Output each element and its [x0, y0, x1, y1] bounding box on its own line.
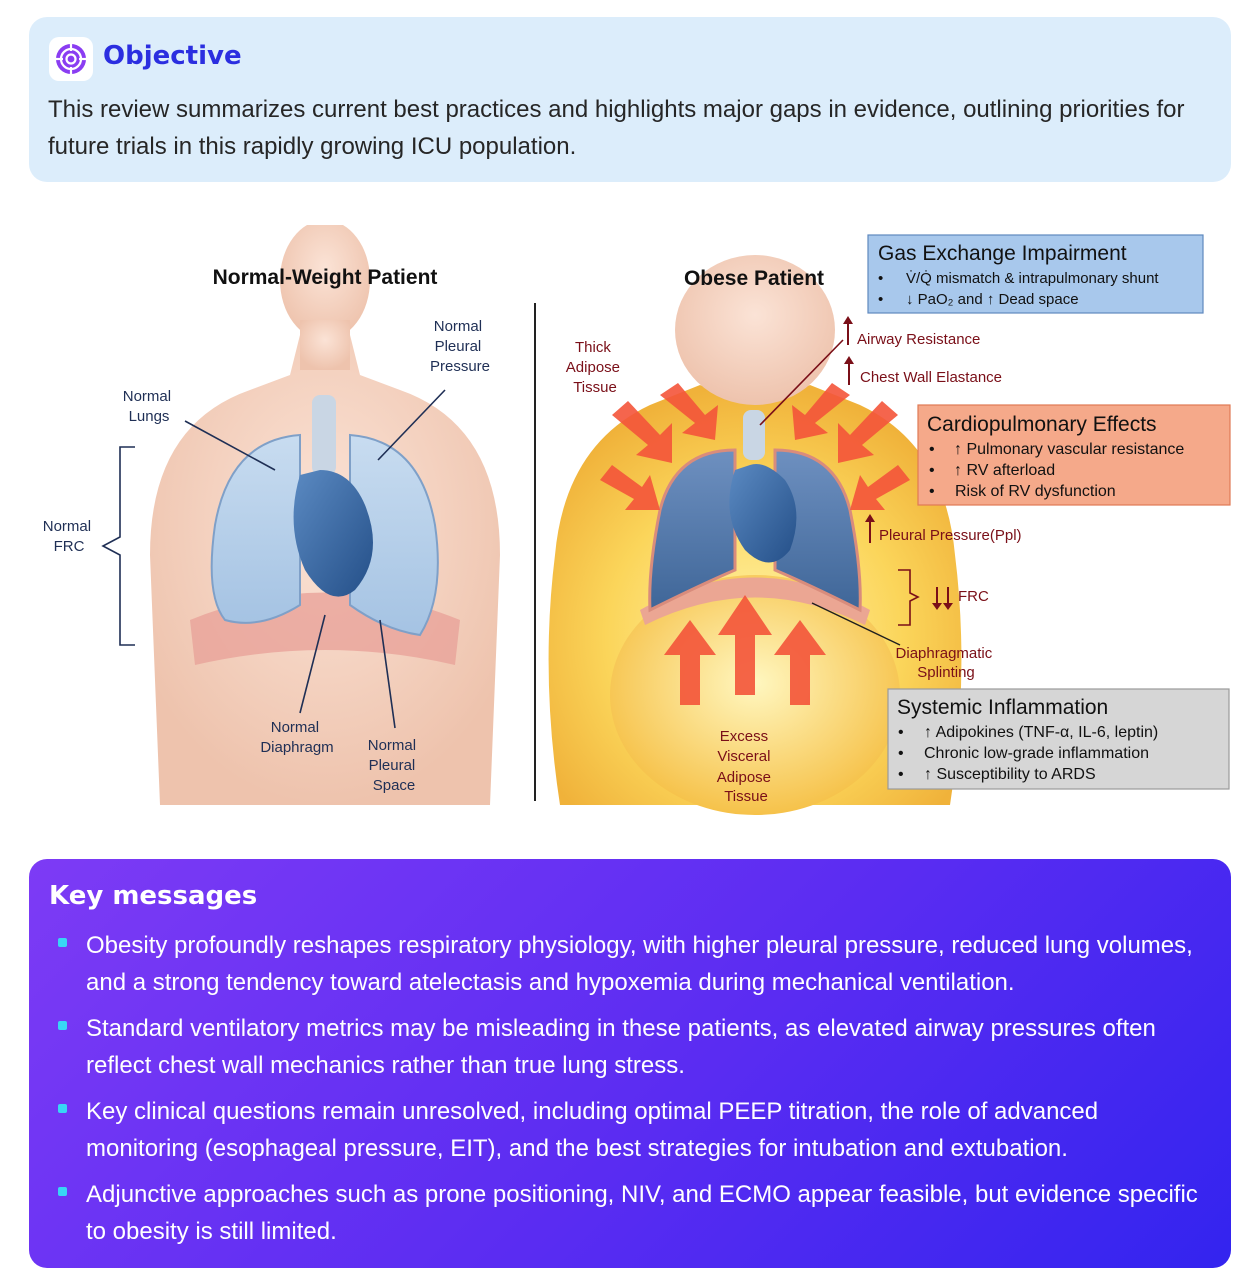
svg-text:↑ RV afterload: ↑ RV afterload [954, 462, 1055, 479]
objective-card: Objective This review summarizes current… [29, 17, 1231, 182]
svg-text:V̇/Q̇ mismatch & intrapulmonar: V̇/Q̇ mismatch & intrapulmonary shunt [906, 270, 1159, 287]
cardiopulmonary-box: Cardiopulmonary Effects • ↑ Pulmonary va… [917, 404, 1231, 506]
label-pleural-pressure: Pleural Pressure(Ppl) [865, 514, 1022, 544]
key-message-item: Obesity profoundly reshapes respiratory … [54, 927, 1214, 1001]
svg-text:Chest Wall Elastance: Chest Wall Elastance [860, 369, 1002, 386]
bullet-icon [58, 1104, 67, 1113]
svg-text:•: • [929, 462, 935, 479]
svg-text:↑ Pulmonary vascular resistanc: ↑ Pulmonary vascular resistance [954, 441, 1184, 458]
svg-text:•: • [929, 441, 935, 458]
svg-text:Pleural Pressure(Ppl): Pleural Pressure(Ppl) [879, 527, 1022, 544]
obese-panel-title: Obese Patient [684, 267, 824, 290]
svg-text:•: • [878, 270, 883, 287]
key-message-item: Standard ventilatory metrics may be misl… [54, 1010, 1214, 1084]
svg-text:Gas Exchange Impairment: Gas Exchange Impairment [878, 242, 1127, 265]
key-message-item: Adjunctive approaches such as prone posi… [54, 1176, 1214, 1250]
label-visceral-adipose: Excess Visceral Adipose Tissue [717, 728, 775, 805]
label-diaphragmatic-splinting: Diaphragmatic Splinting [811, 602, 997, 681]
svg-text:Risk of RV dysfunction: Risk of RV dysfunction [955, 483, 1116, 500]
svg-text:Airway Resistance: Airway Resistance [857, 331, 980, 348]
label-airway-resistance: Airway Resistance [759, 316, 980, 426]
normal-weight-torso [150, 225, 500, 805]
key-message-item: Key clinical questions remain unresolved… [54, 1093, 1214, 1167]
key-messages-title: Key messages [49, 881, 258, 911]
adipose-pressure-arrows [600, 383, 910, 705]
bullet-icon [58, 1021, 67, 1030]
label-normal-pleural-pressure: Normal Pleural Pressure [430, 318, 490, 375]
svg-text:Diaphragmatic Splinting: Diaphragmatic Splinting [896, 645, 997, 681]
svg-text:FRC: FRC [958, 588, 989, 605]
label-chest-wall-elastance: Chest Wall Elastance [844, 356, 1002, 386]
label-normal-pleural-space: Normal Pleural Space [368, 737, 421, 794]
svg-text:•: • [898, 766, 904, 783]
label-normal-frc: Normal FRC [43, 518, 96, 555]
svg-text:Cardiopulmonary Effects: Cardiopulmonary Effects [927, 413, 1157, 436]
normal-panel-title: Normal-Weight Patient [213, 266, 438, 289]
label-normal-lungs: Normal Lungs [123, 388, 176, 425]
objective-title: Objective [103, 41, 242, 71]
target-icon [49, 37, 93, 81]
svg-text:↓ PaO₂ and ↑ Dead space: ↓ PaO₂ and ↑ Dead space [906, 291, 1079, 308]
svg-text:•: • [878, 291, 883, 308]
label-frc: FRC [898, 569, 989, 626]
svg-text:↑ Susceptibility to ARDS: ↑ Susceptibility to ARDS [924, 766, 1096, 783]
svg-text:Systemic Inflammation: Systemic Inflammation [897, 696, 1108, 719]
gas-exchange-box: Gas Exchange Impairment • V̇/Q̇ mismatch… [867, 234, 1204, 314]
bullet-icon [58, 938, 67, 947]
key-messages-card: Key messages Obesity profoundly reshapes… [29, 859, 1231, 1268]
svg-text:•: • [898, 745, 904, 762]
svg-text:Chronic low-grade inflammation: Chronic low-grade inflammation [924, 745, 1149, 762]
obesity-physiology-figure: Normal-Weight Patient Normal Lungs Norma… [0, 225, 1246, 825]
systemic-inflammation-box: Systemic Inflammation • ↑ Adipokines (TN… [887, 688, 1230, 790]
svg-text:•: • [898, 724, 904, 741]
svg-text:•: • [929, 483, 935, 500]
label-thick-adipose: Thick Adipose Tissue [566, 339, 624, 396]
label-normal-diaphragm: Normal Diaphragm [260, 719, 333, 756]
figure-illustration: Normal-Weight Patient Normal Lungs Norma… [43, 225, 1231, 815]
svg-text:↑ Adipokines (TNF-α, IL-6, lep: ↑ Adipokines (TNF-α, IL-6, leptin) [924, 724, 1158, 741]
objective-text: This review summarizes current best prac… [48, 96, 1185, 160]
key-messages-list: Obesity profoundly reshapes respiratory … [54, 927, 1214, 1259]
bullet-icon [58, 1187, 67, 1196]
